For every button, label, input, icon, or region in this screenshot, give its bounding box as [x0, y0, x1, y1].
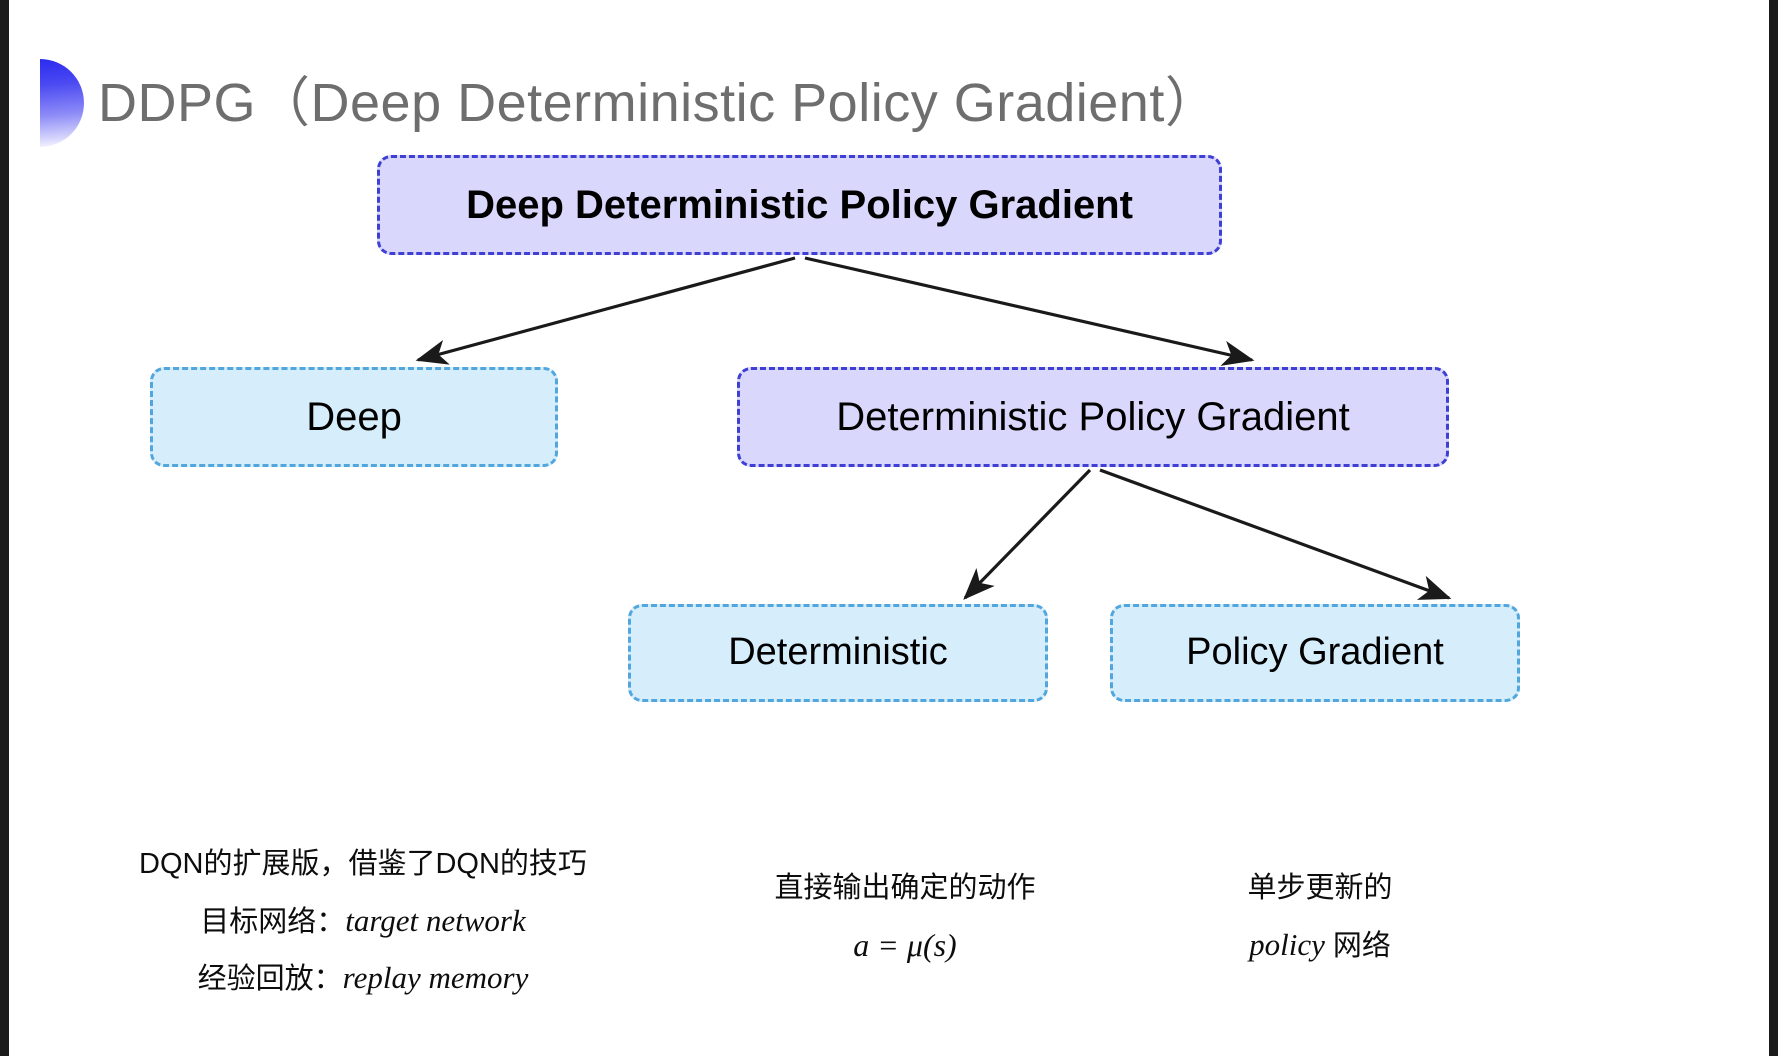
edge-dpg-to-deterministic — [963, 468, 1092, 600]
caption-policy-gradient-line1: 单步更新的 — [1247, 872, 1393, 904]
slide-right-edge-strip — [1769, 0, 1778, 1056]
caption-deep-line1: DQN的扩展版，借鉴了DQN的技巧 — [139, 848, 587, 880]
edge-root-to-deep — [415, 256, 796, 365]
caption-deep-line2-term: target network — [345, 902, 526, 938]
node-policy-gradient[interactable]: Policy Gradient — [1110, 604, 1520, 702]
gradient-half-circle-bullet-icon — [40, 59, 84, 147]
node-deep-deterministic-policy-gradient[interactable]: Deep Deterministic Policy Gradient — [377, 155, 1222, 255]
caption-deterministic-line1: 直接输出确定的动作 — [774, 872, 1036, 904]
edge-dpg-to-policy-gradient — [1099, 468, 1452, 600]
caption-deterministic: 直接输出确定的动作 a = μ(s) — [700, 862, 1110, 975]
node-label: Deterministic Policy Gradient — [836, 395, 1350, 439]
caption-deterministic-formula: a = μ(s) — [853, 926, 957, 963]
caption-policy-gradient-suffix: 网络 — [1324, 929, 1391, 962]
caption-deep-line3: 经验回放：replay memory — [128, 949, 598, 1007]
page-title: DDPG（Deep Deterministic Policy Gradient） — [98, 73, 1220, 133]
slide-title-row: DDPG（Deep Deterministic Policy Gradient） — [40, 59, 1220, 147]
caption-deep-line3-term: replay memory — [342, 960, 529, 996]
edge-root-to-dpg — [804, 256, 1255, 366]
caption-policy-gradient-term: policy — [1249, 926, 1325, 962]
node-label: Deep — [306, 395, 402, 439]
node-deterministic-policy-gradient[interactable]: Deterministic Policy Gradient — [737, 367, 1449, 467]
caption-deep: DQN的扩展版，借鉴了DQN的技巧 目标网络：target network 经验… — [128, 838, 598, 1007]
caption-policy-gradient: 单步更新的 policy 网络 — [1130, 862, 1510, 973]
node-deterministic[interactable]: Deterministic — [628, 604, 1048, 702]
caption-policy-gradient-line2: policy 网络 — [1130, 916, 1510, 974]
node-label: Deterministic — [728, 631, 948, 674]
caption-deep-line2: 目标网络：target network — [128, 892, 598, 950]
node-label: Deep Deterministic Policy Gradient — [466, 183, 1133, 227]
slide-left-edge-strip — [0, 0, 9, 1056]
node-deep[interactable]: Deep — [150, 367, 558, 467]
node-label: Policy Gradient — [1186, 631, 1444, 674]
caption-deep-line2-label: 目标网络： — [200, 905, 346, 938]
caption-deep-line3-label: 经验回放： — [197, 963, 343, 996]
